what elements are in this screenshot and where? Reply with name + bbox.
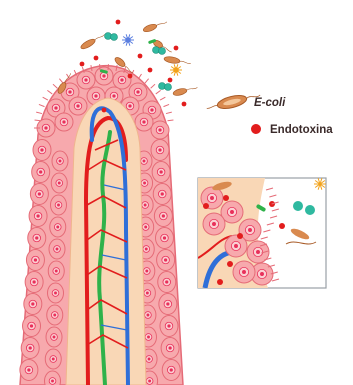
epithelial-cell (28, 228, 46, 249)
epithelial-cell (55, 113, 73, 131)
epithelial-cell (151, 140, 169, 161)
endotoxin-particle (148, 68, 153, 73)
epithelial-cell (49, 239, 65, 259)
epithelial-cell (48, 261, 64, 281)
epithelial-cell (21, 338, 39, 359)
legend-item-endotoxina: Endotoxina (251, 124, 333, 136)
epithelial-cell (33, 140, 51, 161)
endotoxin-particle (182, 102, 187, 107)
epithelial-cell (69, 97, 87, 115)
epithelial-cell (51, 173, 67, 193)
endotoxin-particle (138, 54, 143, 59)
endotoxin-particle (94, 56, 99, 61)
endotoxin-particle (168, 78, 173, 83)
spiky-microbe (122, 34, 134, 45)
epithelial-cell (45, 371, 61, 385)
epithelial-cell (151, 121, 169, 139)
endotoxin-particle (203, 203, 209, 209)
epithelial-cell (152, 162, 170, 183)
epithelial-cell (95, 67, 113, 85)
e-coli-bacterium (142, 19, 168, 33)
legend-label-endotoxina: Endotoxina (270, 124, 333, 136)
endotoxin-particle (227, 261, 233, 267)
epithelial-cell (157, 250, 175, 271)
spiky-microbe (170, 64, 182, 75)
endotoxin-particle (237, 233, 243, 239)
epithelial-cell (161, 338, 179, 359)
epithelial-cell (26, 250, 44, 271)
zoom-inset (198, 178, 326, 288)
epithelial-cell (45, 349, 61, 369)
endotoxin-particle (128, 74, 133, 79)
coccus-bacterium (305, 205, 315, 215)
lamina-propria (66, 98, 146, 385)
epithelial-cell (233, 261, 255, 283)
epithelial-cell (162, 360, 180, 381)
epithelial-cell (47, 305, 63, 325)
endotoxin-particle (223, 195, 229, 201)
epithelial-cell (24, 294, 42, 315)
epithelial-cell (46, 327, 62, 347)
epithelial-cell (50, 217, 66, 237)
coccus-bacterium (153, 47, 166, 55)
coccus-bacterium (159, 83, 172, 91)
epithelial-cell (51, 195, 67, 215)
e-coli-bacterium (172, 84, 198, 96)
legend-label-e-coli: E-coli (254, 97, 286, 109)
epithelial-cell (48, 283, 64, 303)
epithelial-cell (23, 316, 41, 337)
epithelial-cell (20, 360, 38, 381)
endotoxin-particle (102, 108, 107, 113)
epithelial-cell (32, 162, 50, 183)
endotoxin-particle (116, 20, 121, 25)
epithelial-cell (30, 184, 48, 205)
legend-item-e-coli: E-coli (205, 90, 286, 114)
endotoxin-dot-icon (251, 124, 261, 134)
endotoxin-particle (80, 62, 85, 67)
epithelial-cell (25, 272, 43, 293)
endotoxin-particle (279, 223, 285, 229)
epithelial-cell (77, 71, 95, 89)
epithelial-cell (225, 235, 247, 257)
epithelial-cell (153, 184, 171, 205)
epithelial-cell (155, 228, 173, 249)
e-coli-bacterium (80, 32, 106, 51)
epithelial-cell (52, 151, 68, 171)
coccus-bacterium (105, 33, 118, 41)
endotoxin-particle (217, 279, 223, 285)
epithelial-cell (160, 316, 178, 337)
epithelial-cell (154, 206, 172, 227)
epithelial-cell (203, 213, 225, 235)
epithelial-cell (113, 71, 131, 89)
epithelial-cell (135, 113, 153, 131)
endotoxin-particle (174, 46, 179, 51)
coccus-bacterium (293, 201, 303, 211)
epithelial-cell (158, 272, 176, 293)
epithelial-cell (159, 294, 177, 315)
epithelial-cell (29, 206, 47, 227)
legend: E-coli Endotoxina (205, 90, 333, 136)
